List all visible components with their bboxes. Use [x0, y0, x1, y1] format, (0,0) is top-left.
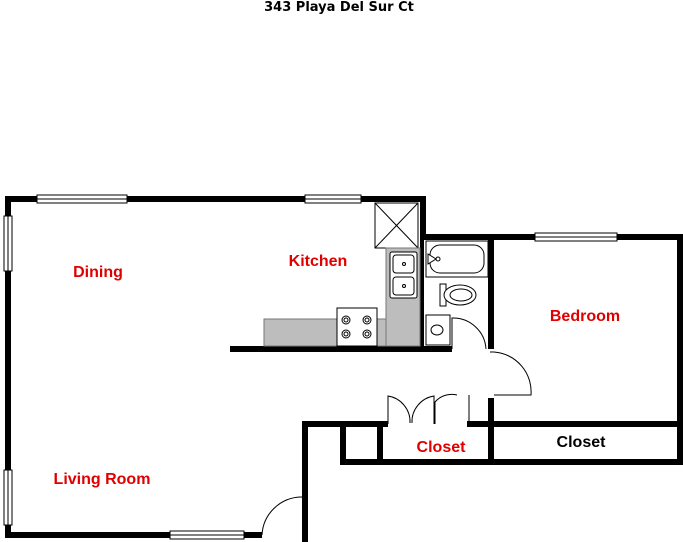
window-top-kitchen: [304, 194, 362, 204]
walls: [5, 196, 683, 542]
room-label-closet-2: Closet: [557, 434, 607, 451]
bathroom-fixtures: [425, 240, 489, 346]
window-top-dining: [36, 194, 128, 204]
kitchen-fixtures: [263, 202, 421, 347]
window-bottom-living: [169, 530, 245, 540]
windows: [3, 194, 618, 540]
door-closet-left-b: [411, 395, 435, 424]
door-closet-left-a: [387, 395, 411, 424]
doors: [261, 317, 532, 536]
door-bedroom: [490, 351, 532, 396]
door-entry: [261, 496, 303, 536]
room-label-dining: Dining: [73, 264, 123, 281]
plan-title: 343 Playa Del Sur Ct: [264, 0, 414, 15]
room-label-closet-1: Closet: [417, 439, 467, 456]
room-label-kitchen: Kitchen: [289, 253, 348, 270]
window-left-living: [3, 469, 13, 526]
room-labels: Dining Kitchen Bedroom Closet Closet Liv…: [54, 253, 621, 488]
door-bath: [451, 317, 487, 350]
window-top-bedroom: [534, 232, 618, 242]
stove: [336, 307, 378, 347]
window-left-dining: [3, 215, 13, 272]
door-closet-right-a: [434, 393, 458, 424]
room-label-bedroom: Bedroom: [550, 308, 620, 325]
room-label-living-room: Living Room: [54, 471, 151, 488]
